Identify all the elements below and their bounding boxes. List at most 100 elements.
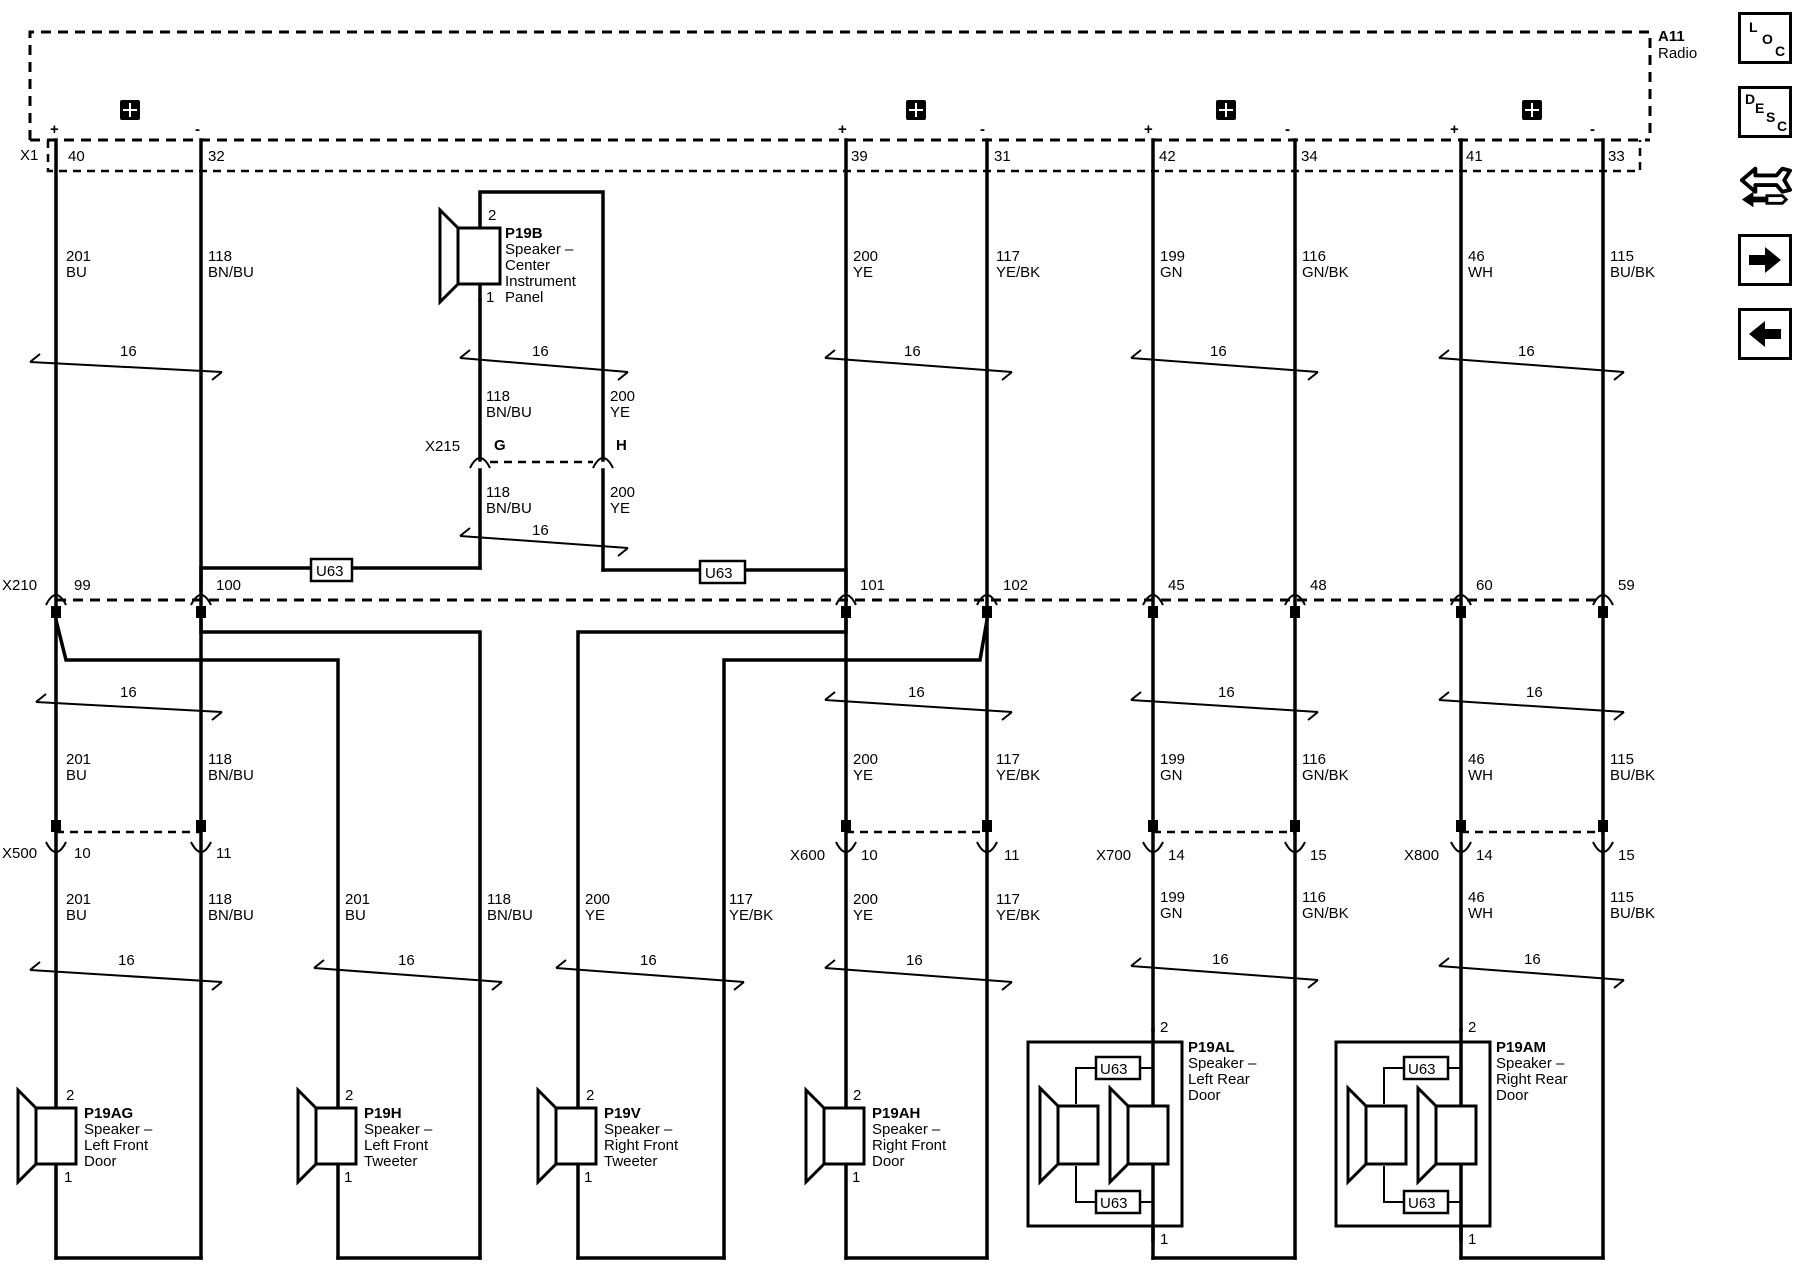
- svg-text:116: 116: [1302, 889, 1326, 906]
- wires: [53, 138, 1605, 1260]
- radio-module: A11 Radio X1: [20, 28, 1697, 173]
- svg-text:200: 200: [585, 891, 610, 908]
- module-name: Radio: [1658, 45, 1697, 62]
- svg-text:11: 11: [216, 845, 232, 862]
- svg-text:YE: YE: [853, 767, 873, 784]
- connector-tool-icon: [1739, 166, 1792, 208]
- speaker-left-rear-door: U63 U63 2 1 P19AL Speaker – Left Rear Do…: [1026, 1019, 1257, 1248]
- svg-text:Center: Center: [505, 257, 550, 274]
- svg-text:16: 16: [1210, 343, 1227, 360]
- svg-text:14: 14: [1168, 847, 1185, 864]
- description-button[interactable]: D E S C: [1738, 86, 1792, 138]
- svg-text:WH: WH: [1468, 905, 1493, 922]
- svg-text:117: 117: [729, 891, 753, 908]
- svg-text:46: 46: [1468, 751, 1485, 768]
- svg-text:31: 31: [994, 148, 1011, 165]
- svg-text:200: 200: [610, 388, 635, 405]
- connector-x210: X210 99 100 101 102 45 48 60 59: [2, 577, 1635, 618]
- previous-page-button[interactable]: [1738, 308, 1792, 360]
- svg-text:BN/BU: BN/BU: [208, 767, 254, 784]
- svg-text:16: 16: [532, 522, 549, 539]
- svg-text:Door: Door: [872, 1153, 905, 1170]
- svg-text:200: 200: [610, 484, 635, 501]
- svg-text:Tweeter: Tweeter: [364, 1153, 417, 1170]
- locator-button[interactable]: L O C: [1738, 12, 1792, 64]
- svg-text:16: 16: [120, 684, 137, 701]
- svg-text:YE/BK: YE/BK: [996, 264, 1040, 281]
- radio-pin-labels: + - + - + - + - 40 32 39 31 42 34 41 33: [50, 121, 1625, 165]
- svg-text:YE: YE: [610, 404, 630, 421]
- svg-text:GN: GN: [1160, 767, 1183, 784]
- svg-text:16: 16: [904, 343, 921, 360]
- svg-text:16: 16: [640, 952, 657, 969]
- svg-text:P19AM: P19AM: [1496, 1039, 1546, 1056]
- svg-text:200: 200: [853, 891, 878, 908]
- svg-text:Speaker –: Speaker –: [872, 1121, 941, 1138]
- svg-text:2: 2: [1468, 1019, 1476, 1036]
- svg-text:16: 16: [906, 952, 923, 969]
- svg-text:11: 11: [1004, 847, 1020, 864]
- svg-text:BU/BK: BU/BK: [1610, 905, 1655, 922]
- svg-text:10: 10: [74, 845, 91, 862]
- svg-text:34: 34: [1301, 148, 1318, 165]
- audio-output-icon: [120, 100, 140, 120]
- svg-text:WH: WH: [1468, 264, 1493, 281]
- svg-text:U63: U63: [1408, 1061, 1436, 1078]
- svg-text:15: 15: [1618, 847, 1635, 864]
- svg-text:-: -: [980, 121, 985, 138]
- svg-text:G: G: [494, 437, 506, 454]
- svg-text:117: 117: [996, 248, 1020, 265]
- svg-text:+: +: [1144, 121, 1153, 138]
- svg-text:GN/BK: GN/BK: [1302, 264, 1349, 281]
- svg-text:10: 10: [861, 847, 878, 864]
- svg-text:GN: GN: [1160, 264, 1183, 281]
- svg-text:116: 116: [1302, 248, 1326, 265]
- svg-text:2: 2: [66, 1087, 74, 1104]
- svg-text:Left Front: Left Front: [84, 1137, 149, 1154]
- svg-text:BU: BU: [66, 907, 87, 924]
- svg-text:46: 46: [1468, 248, 1485, 265]
- svg-text:Speaker –: Speaker –: [84, 1121, 153, 1138]
- svg-text:39: 39: [851, 148, 868, 165]
- module-ref: A11: [1658, 28, 1685, 45]
- svg-text:WH: WH: [1468, 767, 1493, 784]
- svg-text:16: 16: [1518, 343, 1535, 360]
- svg-text:GN: GN: [1160, 905, 1183, 922]
- svg-text:60: 60: [1476, 577, 1493, 594]
- svg-text:1: 1: [64, 1169, 72, 1186]
- svg-text:40: 40: [68, 148, 85, 165]
- svg-text:16: 16: [532, 343, 549, 360]
- svg-text:Panel: Panel: [505, 289, 543, 306]
- svg-text:16: 16: [908, 684, 925, 701]
- svg-text:YE: YE: [585, 907, 605, 924]
- svg-text:1: 1: [344, 1169, 352, 1186]
- svg-text:BU: BU: [66, 264, 87, 281]
- svg-text:X800: X800: [1404, 847, 1439, 864]
- svg-text:-: -: [1285, 121, 1290, 138]
- speaker-left-front-tweeter: 2 1 P19H Speaker – Left Front Tweeter: [296, 1086, 433, 1186]
- svg-text:115: 115: [1610, 248, 1634, 265]
- svg-text:Right Front: Right Front: [872, 1137, 947, 1154]
- svg-text:YE/BK: YE/BK: [996, 767, 1040, 784]
- previous-arrow-icon: [1749, 321, 1781, 347]
- audio-output-icon: [1522, 100, 1542, 120]
- connector-x215: X215 G H: [425, 437, 627, 469]
- svg-text:1: 1: [486, 289, 494, 306]
- svg-text:U63: U63: [1408, 1195, 1436, 1212]
- svg-text:2: 2: [345, 1087, 353, 1104]
- svg-text:BU: BU: [345, 907, 366, 924]
- svg-text:U63: U63: [1100, 1195, 1128, 1212]
- svg-text:Speaker –: Speaker –: [1188, 1055, 1257, 1072]
- next-page-button[interactable]: [1738, 234, 1792, 286]
- svg-text:BN/BU: BN/BU: [208, 907, 254, 924]
- svg-text:P19AL: P19AL: [1188, 1039, 1235, 1056]
- svg-text:59: 59: [1618, 577, 1635, 594]
- svg-text:GN/BK: GN/BK: [1302, 905, 1349, 922]
- connector-tool-button[interactable]: [1738, 160, 1792, 212]
- wiring-schematic: A11 Radio X1 + - + - + - + - 40 32 39 31…: [2, 28, 1697, 1260]
- svg-text:YE: YE: [853, 907, 873, 924]
- svg-text:BN/BU: BN/BU: [486, 500, 532, 517]
